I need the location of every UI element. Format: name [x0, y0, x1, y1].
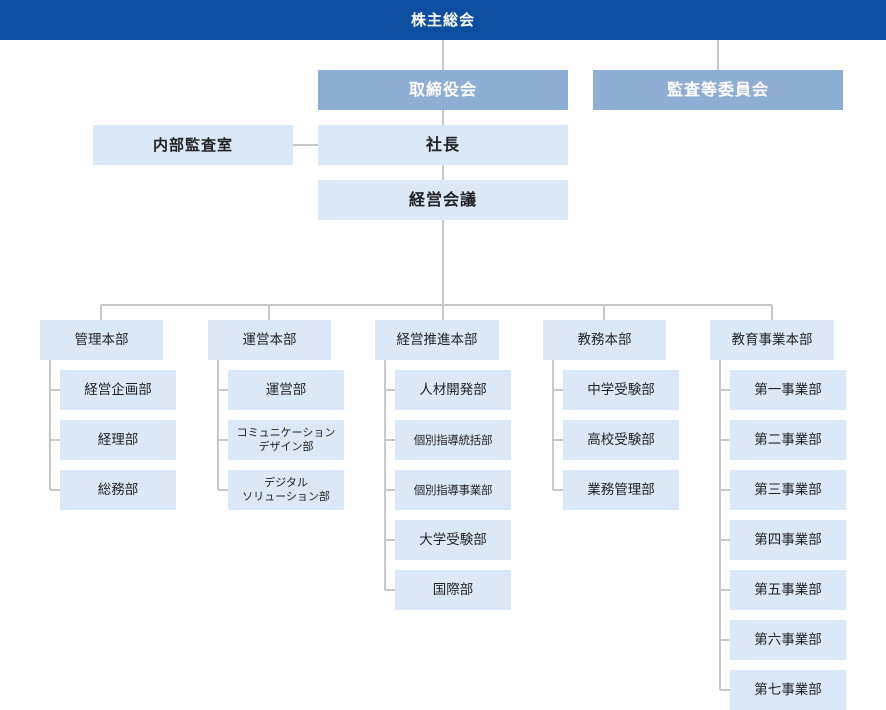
unit-box: 第一事業部	[730, 370, 846, 410]
unit-box: 第四事業部	[730, 520, 846, 560]
unit-box: 総務部	[60, 470, 176, 510]
unit-box: 運営部	[228, 370, 344, 410]
unit-box: 業務管理部	[563, 470, 679, 510]
shareholders-meeting-box: 株主総会	[0, 0, 886, 40]
unit-box: 個別指導統括部	[395, 420, 511, 460]
management-meeting-box: 経営会議	[318, 180, 568, 220]
unit-box: デジタル ソリューション部	[228, 470, 344, 510]
unit-box: 人材開発部	[395, 370, 511, 410]
division-box-academic-affairs: 教務本部	[543, 320, 666, 360]
unit-box: 経理部	[60, 420, 176, 460]
unit-box: 第七事業部	[730, 670, 846, 710]
unit-box: 第二事業部	[730, 420, 846, 460]
unit-box: 第五事業部	[730, 570, 846, 610]
division-box-education-business: 教育事業本部	[710, 320, 834, 360]
unit-box: 中学受験部	[563, 370, 679, 410]
unit-box: 第六事業部	[730, 620, 846, 660]
unit-box: 個別指導事業部	[395, 470, 511, 510]
unit-box: 高校受験部	[563, 420, 679, 460]
unit-box: コミュニケーション デザイン部	[228, 420, 344, 460]
unit-box: 経営企画部	[60, 370, 176, 410]
audit-committee-box: 監査等委員会	[593, 70, 843, 110]
unit-box: 大学受験部	[395, 520, 511, 560]
division-box-operations: 運営本部	[208, 320, 331, 360]
unit-box: 第三事業部	[730, 470, 846, 510]
division-box-management-promotion: 経営推進本部	[375, 320, 499, 360]
president-box: 社長	[318, 125, 568, 165]
internal-audit-box: 内部監査室	[93, 125, 293, 165]
board-of-directors-box: 取締役会	[318, 70, 568, 110]
division-box-administration: 管理本部	[40, 320, 163, 360]
unit-box: 国際部	[395, 570, 511, 610]
